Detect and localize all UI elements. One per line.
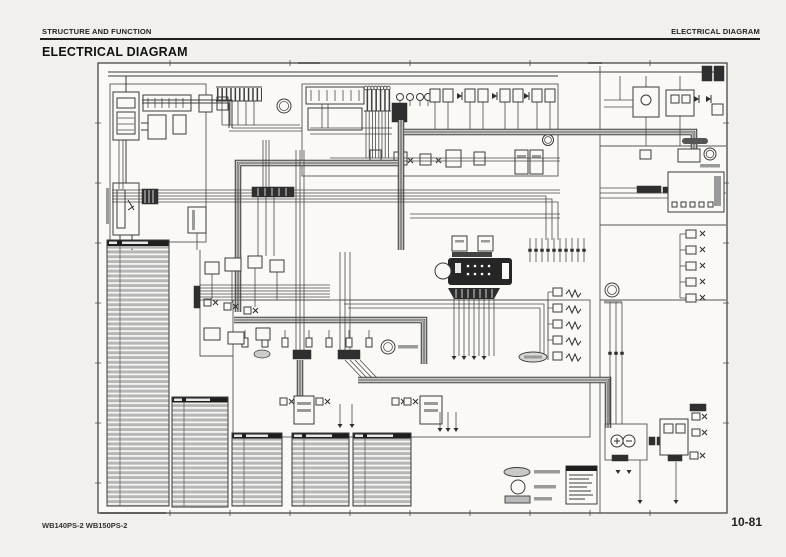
legend-table-main (106, 239, 170, 507)
right-mid-connectors (600, 147, 726, 304)
connector-circle-1 (276, 98, 292, 114)
legend-table-4 (291, 432, 350, 507)
header-section-label: STRUCTURE AND FUNCTION (42, 27, 152, 36)
footer-model-label: WB140PS-2 WB150PS-2 (42, 521, 128, 530)
right-vertical-wires (608, 302, 624, 424)
header-rule (40, 38, 760, 40)
notes-box (565, 465, 598, 505)
battery-key-switch-cluster (106, 76, 229, 250)
wire-fan (451, 299, 495, 360)
cross-sheet-bus (112, 140, 560, 350)
right-top-relays (604, 65, 725, 146)
footer-page-number: 10-81 (731, 515, 762, 529)
harness-elbow-topleft (142, 99, 302, 132)
header-chapter-label: ELECTRICAL DIAGRAM (671, 27, 760, 36)
micro-component-row (241, 330, 373, 348)
mid-left-components (193, 255, 330, 359)
switch-ladder (547, 287, 582, 363)
legend-symbol-circle (510, 479, 556, 495)
component-row-midtop (330, 111, 560, 175)
fuse-relay-row (305, 85, 556, 135)
fuse-block-1 (216, 86, 300, 126)
wire-comb-center (528, 238, 586, 262)
connector-circle-2 (380, 339, 418, 355)
main-harness-bundles (234, 120, 698, 428)
page-title: ELECTRICAL DIAGRAM (42, 45, 188, 59)
monitor-cluster (434, 235, 512, 299)
bottom-right-cluster (604, 403, 708, 504)
pin-ladder (679, 229, 706, 303)
legend-table-3 (231, 432, 283, 507)
legend-table-2 (171, 396, 229, 508)
legend-table-5 (352, 432, 412, 507)
top-bus (108, 71, 714, 77)
legend-symbol-plate (504, 495, 552, 504)
bottom-center-components (279, 349, 459, 432)
harness-label-ellipse (518, 351, 548, 363)
legend-symbol-ellipse (503, 467, 560, 477)
